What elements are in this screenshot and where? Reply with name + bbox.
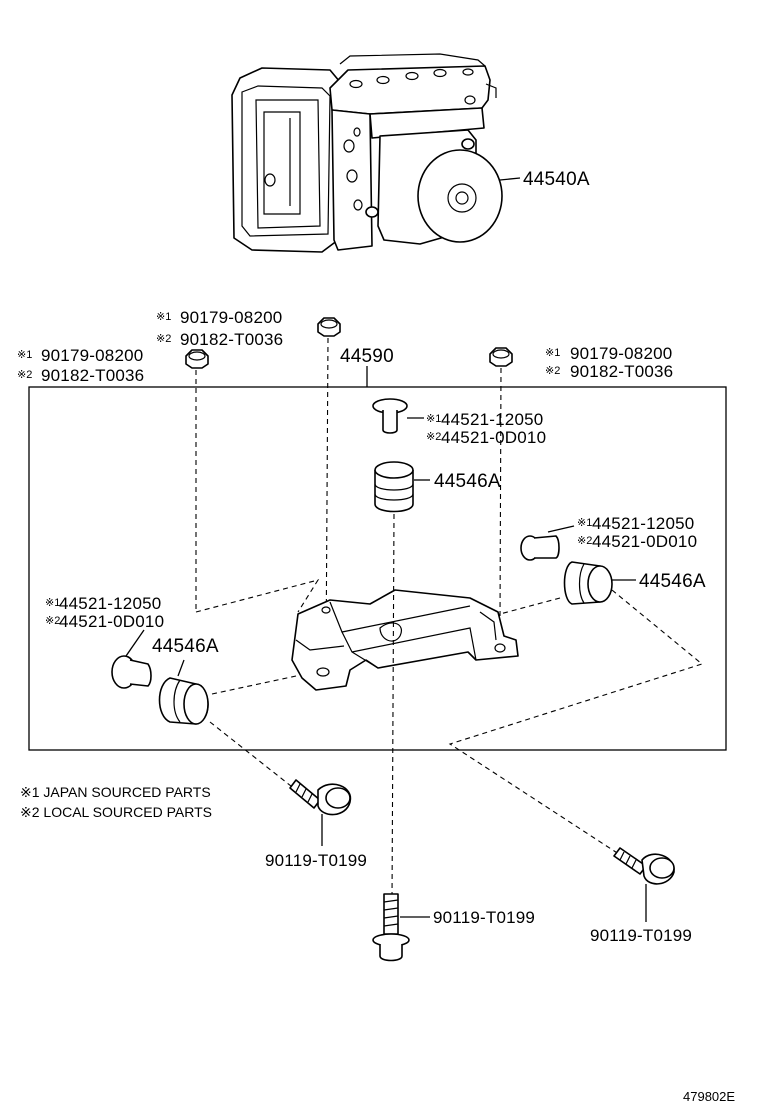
- bolt-top-center-part-number-2: 90182-T0036: [180, 330, 283, 349]
- mark-2: ※2: [545, 365, 560, 377]
- mark-1: ※1: [17, 349, 32, 361]
- flange-bolt-top-center: [317, 317, 341, 661]
- bolt-top-left-part-number-2: 90182-T0036: [41, 366, 144, 385]
- bracket-part-number: 44590: [340, 346, 394, 367]
- cushion-right-drawing: [448, 561, 704, 861]
- mounting-screw-right-drawing: [613, 847, 675, 922]
- collar-top-drawing: [372, 398, 424, 434]
- bolt-top-right-part-number-1: 90179-08200: [570, 344, 672, 363]
- bolt-top-left-part-number-1: 90179-08200: [41, 346, 143, 365]
- actuator-part-number: 44540A: [523, 169, 590, 190]
- collar-top-part-number-1: 44521-12050: [441, 410, 543, 429]
- mark-2: ※2: [577, 535, 592, 547]
- legend-note-local: ※2 LOCAL SOURCED PARTS: [20, 804, 212, 820]
- cushion-top-drawing: [374, 461, 430, 901]
- legend-note-japan: ※1 JAPAN SOURCED PARTS: [20, 784, 211, 800]
- cushion-left-part-number: 44546A: [152, 636, 219, 657]
- mark-2: ※2: [17, 369, 32, 381]
- screw-center-part-number: 90119-T0199: [433, 908, 535, 927]
- mark-1: ※1: [577, 517, 592, 529]
- screw-right-part-number: 90119-T0199: [590, 926, 692, 945]
- flange-bolt-top-right: [489, 347, 513, 621]
- mark-2: ※2: [45, 615, 60, 627]
- bracket-group-frame: [28, 386, 727, 751]
- bolt-top-center-part-number-1: 90179-08200: [180, 308, 282, 327]
- collar-right-part-number-2: 44521-0D010: [592, 532, 697, 551]
- collar-left-drawing: [111, 629, 152, 689]
- mark-1: ※1: [545, 347, 560, 359]
- cushion-top-part-number: 44546A: [434, 471, 501, 492]
- figure-reference-number: 479802E: [683, 1089, 735, 1104]
- mark-1: ※1: [45, 597, 60, 609]
- mark-2: ※2: [426, 431, 441, 443]
- actuator-bracket-drawing: [291, 589, 519, 691]
- mark-2: ※2: [156, 333, 171, 345]
- collar-left-part-number-1: 44521-12050: [59, 594, 161, 613]
- collar-right-part-number-1: 44521-12050: [592, 514, 694, 533]
- collar-left-part-number-2: 44521-0D010: [59, 612, 164, 631]
- mark-1: ※1: [156, 311, 171, 323]
- mark-1: ※1: [426, 413, 441, 425]
- bolt-top-right-part-number-2: 90182-T0036: [570, 362, 673, 381]
- abs-actuator-assembly-drawing: [231, 53, 521, 253]
- flange-bolt-top-left: [185, 349, 209, 612]
- cushion-left-drawing: [158, 579, 320, 791]
- mounting-screw-left-drawing: [289, 779, 352, 846]
- screw-left-part-number: 90119-T0199: [265, 851, 367, 870]
- cushion-right-part-number: 44546A: [639, 571, 706, 592]
- collar-top-part-number-2: 44521-0D010: [441, 428, 546, 447]
- mounting-screw-center-drawing: [372, 893, 430, 962]
- collar-right-drawing: [520, 525, 575, 561]
